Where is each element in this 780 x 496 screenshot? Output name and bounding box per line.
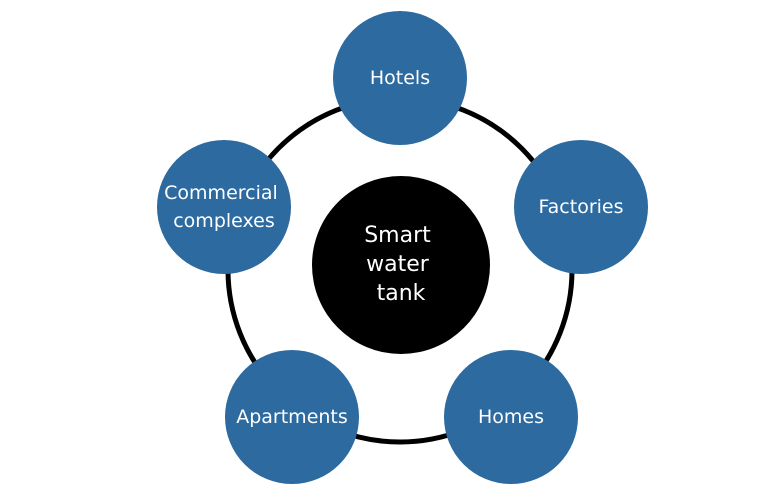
node-hotels-circle [333,11,467,145]
node-apartments-circle [225,350,359,484]
center-label-line: water [366,252,430,277]
node-apartments-label: Apartments [236,406,348,428]
node-homes-label: Homes [478,406,544,428]
center-label-line: tank [377,281,426,306]
node-commercial-complexes-label: Commercial complexes [164,182,284,232]
center-node-label: Smart water tank [364,223,438,306]
node-factories-circle [514,140,648,274]
node-apartments: Apartments [225,350,359,484]
node-factories: Factories [514,140,648,274]
node-homes-circle [444,350,578,484]
node-homes: Homes [444,350,578,484]
center-node: Smart water tank [312,176,490,354]
node-commercial-complexes: Commercial complexes [157,140,291,274]
node-factories-label: Factories [538,196,623,218]
center-label-line: Smart [364,223,431,248]
node-label-line: Hotels [370,67,430,89]
center-node-circle [312,176,490,354]
node-label-line: Commercial [164,182,278,204]
node-commercial-complexes-circle [157,140,291,274]
node-hotels: Hotels [333,11,467,145]
node-hotels-label: Hotels [370,67,430,89]
node-label-line: Homes [478,406,544,428]
node-label-line: complexes [173,210,275,232]
node-label-line: Apartments [236,406,348,428]
node-label-line: Factories [538,196,623,218]
